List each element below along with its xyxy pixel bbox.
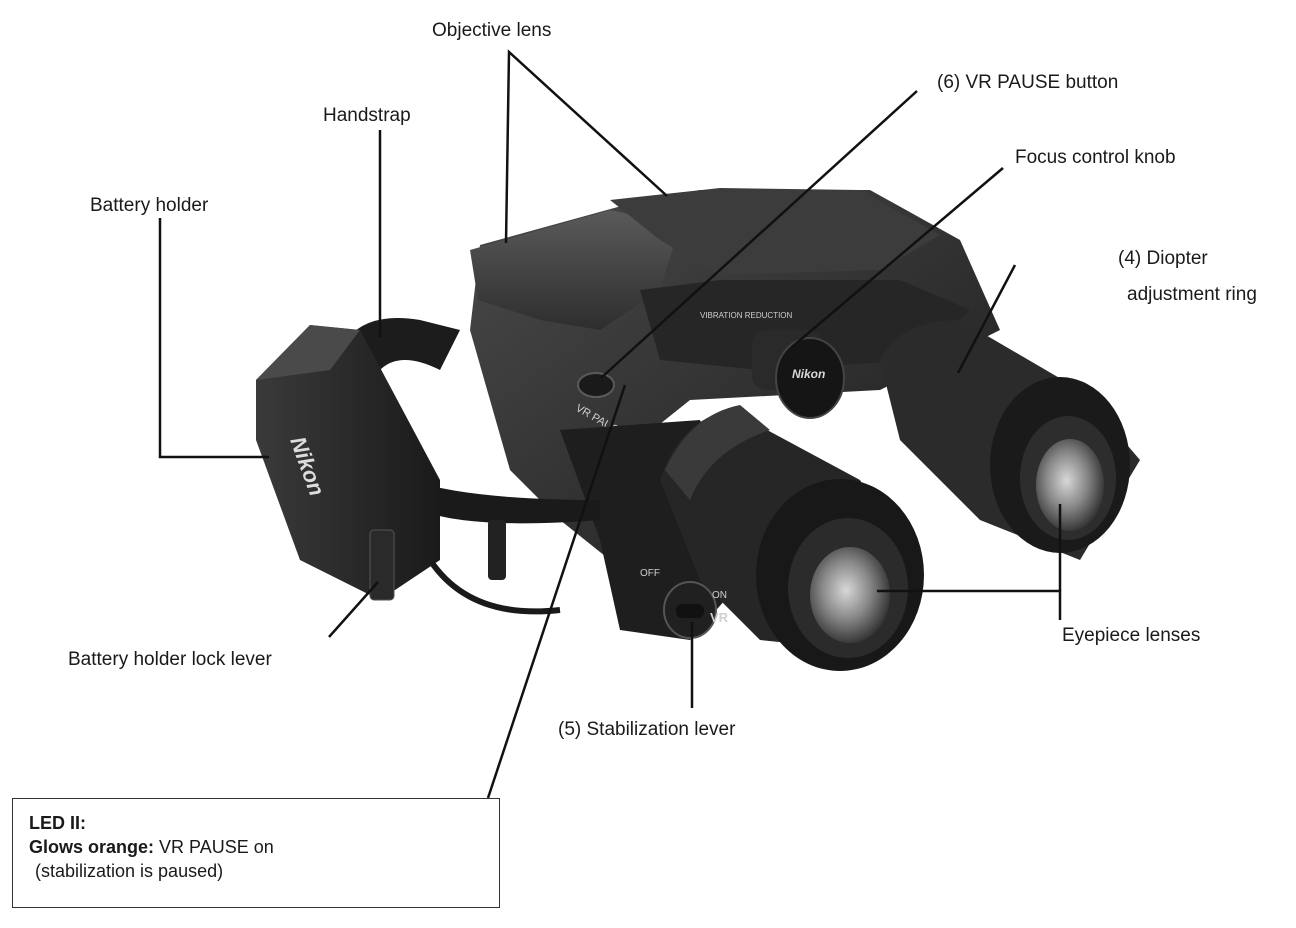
label-objective-lens: Objective lens <box>432 20 552 41</box>
led-box-state-value: VR PAUSE on <box>159 837 274 857</box>
off-marking: OFF <box>640 568 660 579</box>
battery-holder-leader <box>158 218 269 459</box>
label-diopter-line2: adjustment ring <box>1127 284 1257 305</box>
led-leader <box>486 384 627 799</box>
led-box-title: LED II: <box>29 813 86 833</box>
vr-pause-button-shape <box>577 372 615 398</box>
label-handstrap: Handstrap <box>323 105 411 126</box>
knob-brand-marking: Nikon <box>792 367 825 381</box>
battery-lock-leader <box>328 581 379 638</box>
label-vr-pause-button: (6) VR PAUSE button <box>937 72 1119 93</box>
label-stabilization-lever: (5) Stabilization lever <box>558 719 736 740</box>
led-info-box: LED II: Glows orange: VR PAUSE on (stabi… <box>12 798 500 908</box>
label-eyepiece-lenses: Eyepiece lenses <box>1062 625 1201 646</box>
led-box-note: (stabilization is paused) <box>35 861 224 881</box>
diopter-leader <box>956 264 1017 374</box>
on-marking: ON <box>712 590 727 601</box>
leader-lines <box>158 49 1062 799</box>
focus-knob: Nikon <box>752 330 845 419</box>
vr-marking: VR <box>710 610 729 625</box>
label-focus-control-knob: Focus control knob <box>1015 147 1176 168</box>
label-diopter-line1: (4) Diopter <box>1118 248 1208 269</box>
right-eyepiece <box>880 320 1140 560</box>
left-eyepiece <box>660 405 924 671</box>
led-box-state-label: Glows orange: <box>29 837 155 857</box>
label-battery-lock-lever: Battery holder lock lever <box>68 649 272 670</box>
vr-marking-small: VIBRATION REDUCTION <box>700 311 793 320</box>
battery-holder: Nikon <box>256 325 440 601</box>
objective-lens-leader <box>504 49 668 244</box>
label-battery-holder: Battery holder <box>90 195 209 216</box>
focus-knob-leader <box>791 167 1004 348</box>
led-box-state-line: Glows orange: VR PAUSE on <box>29 835 483 859</box>
stabilization-lever: OFF ON VR <box>640 568 729 639</box>
vr-pause-leader <box>600 90 918 379</box>
